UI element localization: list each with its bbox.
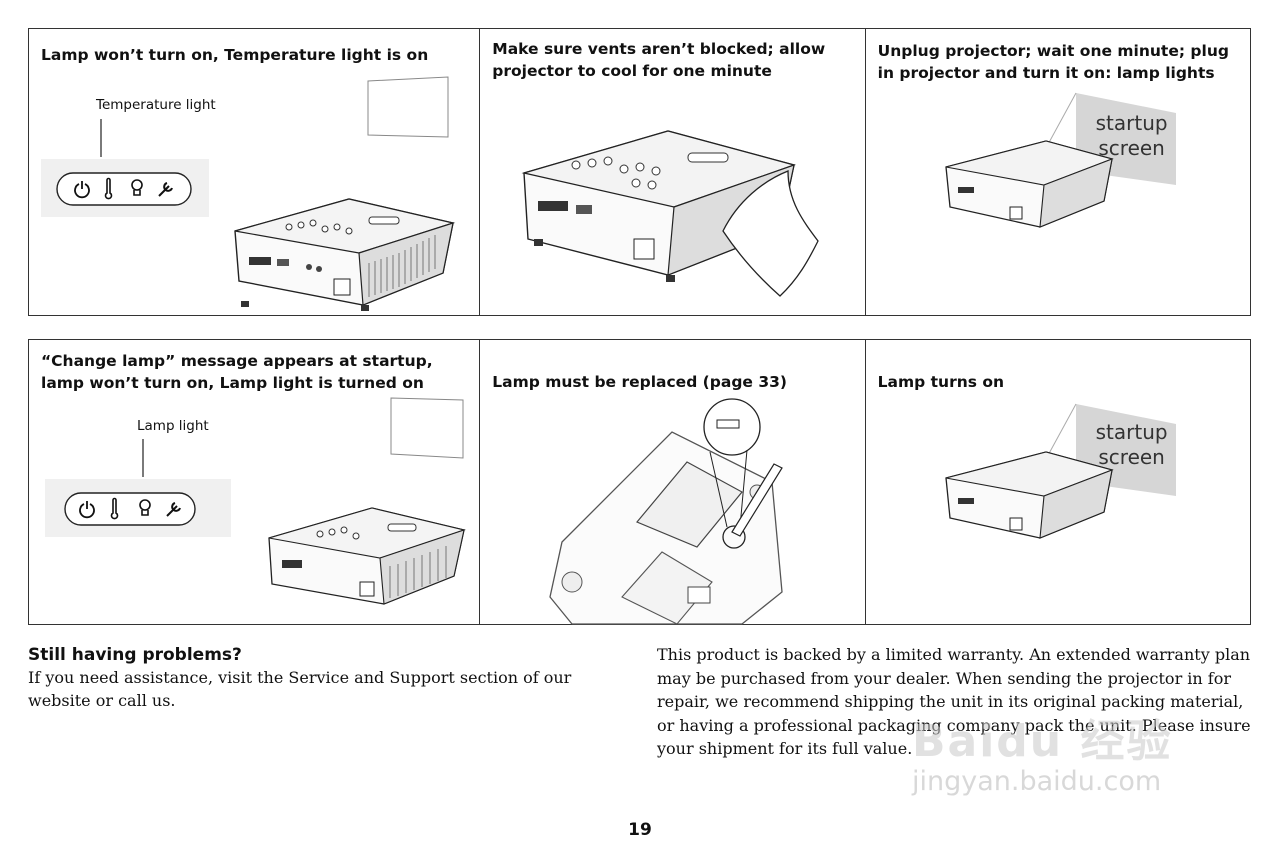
solution-cell-lamp-on: Lamp turns on startup screen	[866, 340, 1250, 624]
problem-cell-change-lamp: “Change lamp” message appears at startup…	[29, 340, 481, 624]
temperature-light-callout: Temperature light	[96, 97, 216, 113]
projector-illustration	[268, 507, 467, 605]
indicator-panel-illustration	[45, 439, 231, 537]
lamp-replacement-illustration	[549, 398, 784, 625]
lamp-light-callout: Lamp light	[137, 418, 209, 434]
watermark-url: jingyan.baidu.com	[912, 766, 1162, 797]
troubleshooting-row-temperature: Lamp won’t turn on, Temperature light is…	[28, 28, 1251, 316]
solution-title: Lamp must be replaced (page 33)	[492, 373, 787, 391]
power-icon	[74, 181, 90, 199]
lamp-bulb-icon	[131, 179, 143, 196]
projector-illustration	[234, 198, 456, 311]
startup-screen-text: startup screen	[1096, 111, 1168, 161]
problem-cell-temperature: Lamp won’t turn on, Temperature light is…	[29, 29, 481, 315]
help-section: Still having problems? If you need assis…	[28, 644, 628, 712]
startup-screen-projection-illustration	[944, 92, 1176, 228]
thermometer-icon	[104, 177, 113, 200]
problem-title: “Change lamp” message appears at startup…	[41, 352, 433, 392]
startup-screen-text: startup screen	[1096, 420, 1168, 470]
lamp-bulb-icon	[139, 499, 151, 516]
projection-screen-blank	[390, 397, 464, 459]
screen-line-1: startup	[1095, 111, 1168, 135]
thermometer-icon	[110, 497, 119, 520]
solution-title: Lamp turns on	[877, 373, 1005, 391]
projector-with-paper-illustration	[521, 130, 820, 297]
wrench-icon	[158, 182, 173, 197]
screen-line-2: screen	[1098, 136, 1165, 160]
page-number: 19	[628, 820, 652, 840]
startup-screen-projection-illustration	[944, 403, 1176, 539]
help-heading: Still having problems?	[28, 645, 242, 665]
solution-title: Make sure vents aren’t blocked; allow pr…	[492, 40, 826, 80]
problem-title: Lamp won’t turn on, Temperature light is…	[41, 46, 429, 64]
solution-cell-cool-down: Make sure vents aren’t blocked; allow pr…	[480, 29, 866, 315]
warranty-text: This product is backed by a limited warr…	[657, 645, 1251, 758]
screen-line-2: screen	[1098, 445, 1165, 469]
screen-line-1: startup	[1095, 420, 1168, 444]
power-icon	[79, 501, 95, 519]
troubleshooting-row-lamp: “Change lamp” message appears at startup…	[28, 339, 1251, 625]
indicator-panel-illustration	[41, 119, 209, 217]
solution-cell-replace-lamp: Lamp must be replaced (page 33)	[480, 340, 866, 625]
solution-cell-restart: Unplug projector; wait one minute; plug …	[866, 29, 1250, 315]
wrench-icon	[166, 502, 181, 517]
help-text: If you need assistance, visit the Servic…	[28, 668, 572, 710]
projection-screen-blank	[367, 76, 449, 138]
watermark-logo: Baidu 经验	[912, 716, 1173, 767]
solution-title: Unplug projector; wait one minute; plug …	[877, 42, 1229, 82]
